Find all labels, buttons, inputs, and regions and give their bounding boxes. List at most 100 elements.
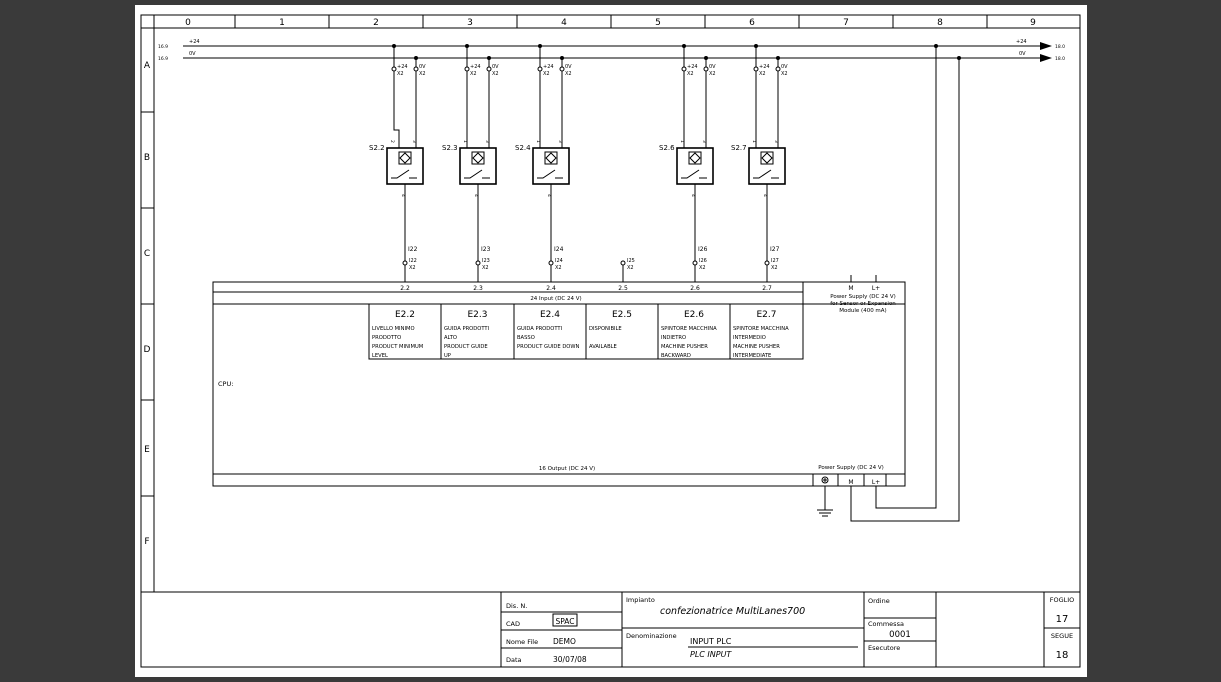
rail-arrow-icon [1040, 42, 1052, 50]
output-header: 16 Output (DC 24 V) [539, 466, 595, 472]
wire-number: 1 [462, 140, 468, 143]
column-label: 6 [749, 18, 755, 28]
channel-desc: INDIETRO [661, 335, 686, 341]
terminal-icon [475, 260, 481, 266]
denominazione-value: INPUT PLC [690, 637, 732, 646]
terminal-icon [486, 66, 492, 72]
channel-desc: SPINTORE MACCHINA [661, 326, 717, 332]
wire-number: 3 [484, 140, 490, 143]
rail-label: +24 [189, 39, 200, 45]
sensor-tag: S2.7 [731, 144, 747, 152]
terminal-icon [753, 66, 759, 72]
input-label: I23 [481, 246, 491, 253]
terminal-block: X2 [482, 265, 489, 271]
wire-number: 1 [751, 140, 757, 143]
ps-top-line: for Sensor or Expansion [830, 301, 896, 307]
channel-id: E2.2 [395, 310, 415, 320]
input-address: 2.7 [762, 285, 772, 292]
esecutore-label: Esecutore [868, 644, 900, 652]
ps-top-line: Module (400 mA) [839, 308, 886, 314]
channel-id: E2.6 [684, 310, 704, 320]
terminal-label: +24 [687, 64, 698, 70]
input-address: 2.6 [690, 285, 700, 292]
terminal-icon [559, 66, 565, 72]
input-address: 2.5 [618, 285, 628, 292]
terminal-block: X2 [709, 71, 716, 77]
channel-id: E2.5 [612, 310, 632, 320]
sensor-tag: S2.6 [659, 144, 675, 152]
channel-desc: INTERMEDIATE [733, 353, 771, 359]
terminal-block: X2 [699, 265, 706, 271]
commessa-value: 0001 [889, 630, 911, 640]
wire-number: 4 [546, 194, 552, 197]
channel-desc: PRODUCT GUIDE DOWN [517, 344, 580, 350]
ground-icon [817, 476, 833, 517]
wire-number: 4 [473, 194, 479, 197]
column-label: 7 [843, 18, 849, 28]
column-label: 4 [561, 18, 567, 28]
segue-value: 18 [1056, 650, 1069, 661]
pin-lplus: L+ [872, 479, 880, 486]
terminal-block: X2 [565, 71, 572, 77]
cad-value: SPAC [555, 617, 574, 626]
wire-number: 1 [535, 140, 541, 143]
column-label: 2 [373, 18, 379, 28]
foglio-value: 17 [1056, 614, 1069, 625]
channel-desc: LEVEL [372, 353, 388, 359]
sensor-tag: S2.3 [442, 144, 458, 152]
terminal-icon [692, 260, 698, 266]
rail-label: 0V [189, 51, 196, 57]
data-value: 30/07/08 [553, 655, 587, 664]
power-rails: 16.9 16.9 +24 0V +24 0V 18.0 18.0 [158, 39, 1065, 62]
terminal-block: X2 [397, 71, 404, 77]
terminal-icon [620, 260, 626, 266]
channel-desc: DISPONIBILE [589, 326, 622, 332]
wire-number: 2 [389, 140, 395, 143]
column-label: 0 [185, 18, 191, 28]
rail-ref-in: 16.9 [158, 56, 168, 62]
data-label: Data [506, 656, 522, 664]
sensor-tag: S2.2 [369, 144, 385, 152]
pin-m: M [848, 285, 853, 292]
terminal-block: X2 [492, 71, 499, 77]
plc-module: 24 Input (DC 24 V) CPU: 16 Output (DC 24… [212, 44, 961, 522]
denominazione-value-2: PLC INPUT [690, 650, 732, 659]
terminal-block: X2 [555, 265, 562, 271]
terminal-label: 0V [565, 64, 572, 70]
impianto-label: Impianto [626, 596, 655, 604]
wire-number: 4 [762, 194, 768, 197]
terminal-block: X2 [409, 265, 416, 271]
row-label: E [144, 445, 150, 455]
channel-id: E2.7 [757, 310, 777, 320]
terminal-label: +24 [759, 64, 770, 70]
rail-arrow-icon [1040, 54, 1052, 62]
terminal-block: X2 [419, 71, 426, 77]
terminal-label: 0V [709, 64, 716, 70]
ps-top-line: Power Supply (DC 24 V) [830, 294, 896, 300]
wire-number: 4 [690, 194, 696, 197]
channel-desc: GUIDA PRODOTTI [444, 326, 490, 332]
rail-ref-in: 16.9 [158, 44, 168, 50]
channel-desc: MACHINE PUSHER [661, 344, 708, 350]
foglio-label: FOGLIO [1050, 596, 1075, 604]
column-label: 9 [1030, 18, 1036, 28]
channel-desc: AVAILABLE [589, 344, 617, 350]
wire-number: 3 [773, 140, 779, 143]
column-label: 3 [467, 18, 473, 28]
column-header: 0 1 2 3 4 5 6 7 8 9 [185, 15, 1036, 28]
terminal-label: I24 [555, 258, 563, 264]
wire-number: 1 [679, 140, 685, 143]
row-label: C [144, 249, 150, 259]
sensor-tag: S2.4 [515, 144, 531, 152]
title-block: Dis. N. CAD SPAC Nome File DEMO Data 30/… [500, 592, 1080, 667]
dis-n-label: Dis. N. [506, 602, 527, 610]
column-label: 8 [937, 18, 943, 28]
wire-number: 3 [701, 140, 707, 143]
input-label: I27 [770, 246, 780, 253]
terminal-label: 0V [419, 64, 426, 70]
